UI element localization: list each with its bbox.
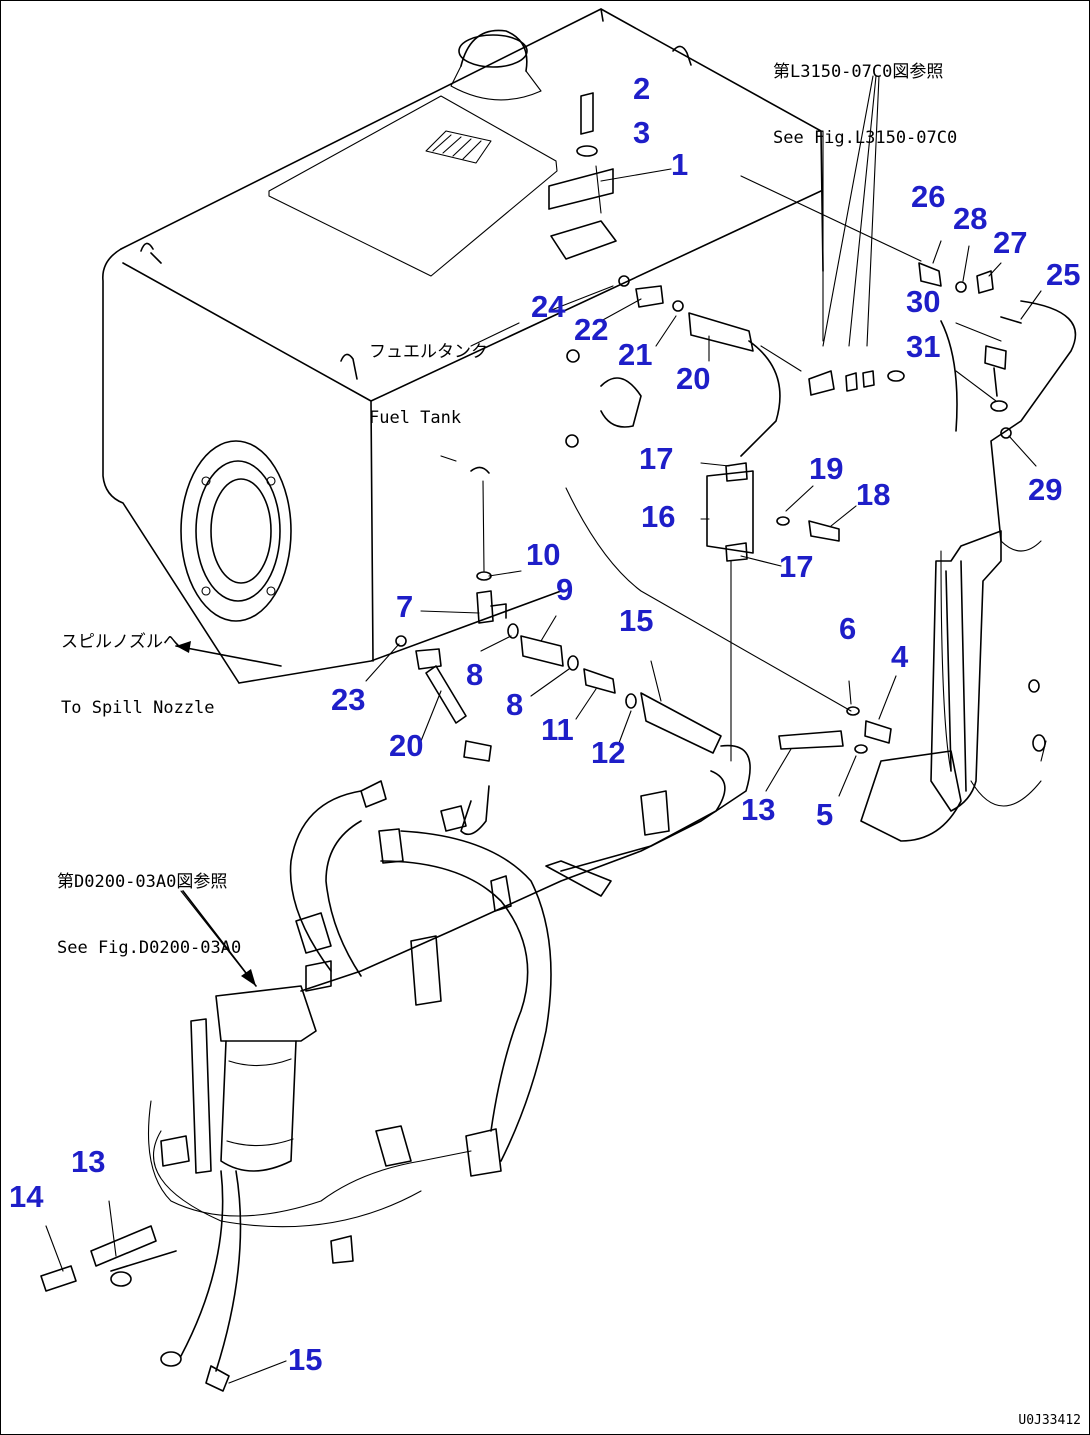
fuel-tank-en: Fuel Tank — [369, 408, 462, 428]
callout-16: 16 — [641, 499, 676, 534]
top-ref-jp: 第L3150-07C0図参照 — [773, 62, 944, 82]
leader-lines — [45, 168, 1042, 1384]
callout-5: 5 — [816, 797, 834, 832]
callout-14: 14 — [9, 1179, 44, 1214]
callout-13a: 13 — [741, 792, 776, 827]
filter-ref-jp: 第D0200-03A0図参照 — [57, 872, 228, 892]
callout-18: 18 — [856, 477, 891, 512]
vent-grill — [425, 130, 492, 164]
arrows — [175, 641, 282, 987]
callout-8b: 8 — [506, 687, 524, 722]
callout-19: 19 — [809, 451, 844, 486]
callout-2: 2 — [633, 71, 651, 106]
callout-12: 12 — [591, 735, 626, 770]
callout-22: 22 — [574, 312, 609, 347]
callout-10: 10 — [526, 537, 561, 572]
top-ref-en: See Fig.L3150-07C0 — [773, 128, 958, 148]
callout-13b: 13 — [71, 1144, 106, 1179]
hose-routing — [289, 744, 751, 1162]
clamp-bracket — [548, 92, 617, 260]
callout-26: 26 — [911, 179, 946, 214]
side-port — [180, 440, 292, 622]
callout-15b: 15 — [288, 1342, 323, 1377]
callout-25: 25 — [1046, 257, 1081, 292]
filter-ref-en: See Fig.D0200-03A0 — [57, 938, 242, 958]
fuel-filter — [147, 985, 502, 1264]
callout-17a: 17 — [639, 441, 674, 476]
callout-21: 21 — [618, 337, 653, 372]
callout-15a: 15 — [619, 603, 654, 638]
callout-28: 28 — [953, 201, 988, 236]
callout-17b: 17 — [779, 549, 814, 584]
callout-20a: 20 — [676, 361, 711, 396]
callout-24: 24 — [531, 289, 566, 324]
top-ref-note: 第L3150-07C0図参照 See Fig.L3150-07C0 — [773, 17, 957, 171]
spill-note: スピルノズルへ To Spill Nozzle — [61, 587, 215, 741]
callout-27: 27 — [993, 225, 1028, 260]
spill-jp: スピルノズルへ — [61, 632, 180, 652]
callout-9: 9 — [556, 572, 574, 607]
callout-20b: 20 — [389, 728, 424, 763]
right-fittings — [740, 75, 1022, 412]
drawing-code: U0J33412 — [1018, 1413, 1081, 1428]
callout-8a: 8 — [466, 657, 484, 692]
callout-30: 30 — [906, 284, 941, 319]
hose-16 — [706, 462, 840, 762]
fuel-tank — [102, 8, 824, 684]
lower-hoses — [40, 1170, 242, 1392]
support-frame — [860, 300, 1077, 842]
upper-fittings — [565, 275, 781, 457]
callout-1: 1 — [671, 147, 689, 182]
fuel-tank-jp: フュエルタンク — [369, 342, 488, 362]
callout-23: 23 — [331, 682, 366, 717]
spill-en: To Spill Nozzle — [61, 698, 215, 718]
callout-31: 31 — [906, 329, 941, 364]
callout-6: 6 — [839, 611, 857, 646]
callout-7: 7 — [396, 589, 414, 624]
callout-3: 3 — [633, 115, 651, 150]
callout-29: 29 — [1028, 472, 1063, 507]
fuel-tank-note: フュエルタンク Fuel Tank — [369, 297, 488, 451]
callout-4: 4 — [891, 639, 909, 674]
filter-ref-note: 第D0200-03A0図参照 See Fig.D0200-03A0 — [57, 827, 241, 981]
callout-11: 11 — [541, 712, 574, 747]
